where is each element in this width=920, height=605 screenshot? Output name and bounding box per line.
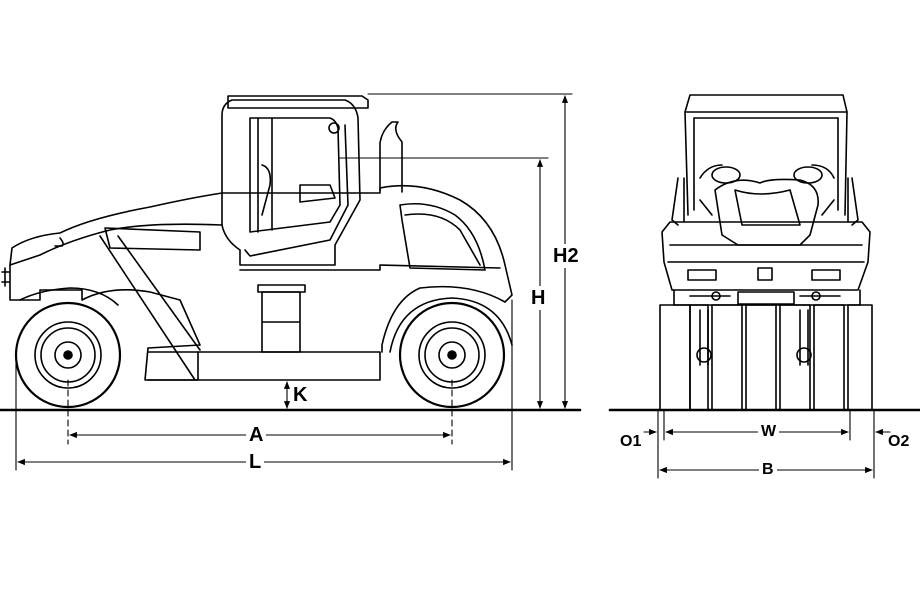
rear-body xyxy=(9,264,201,381)
label-w: W xyxy=(758,424,780,440)
exhaust-stack xyxy=(379,121,403,193)
label-k: K xyxy=(293,384,308,406)
label-h2: H2 xyxy=(553,244,579,268)
front-hood-panel xyxy=(661,221,871,291)
operator-console xyxy=(714,178,819,246)
front-view-roller xyxy=(659,94,873,411)
label-b: B xyxy=(759,462,777,478)
label-h: H xyxy=(531,286,546,310)
front-tires xyxy=(659,304,873,411)
label-o1: O1 xyxy=(620,433,642,450)
rear-bumper xyxy=(1,267,11,287)
front-hood xyxy=(221,184,513,353)
side-dimensions xyxy=(15,93,573,471)
front-wheel xyxy=(398,301,506,409)
label-o2: O2 xyxy=(888,433,910,450)
side-view-roller xyxy=(1,95,513,409)
cab xyxy=(221,99,361,266)
frame-skirt xyxy=(147,351,381,381)
front-canopy xyxy=(684,94,848,113)
label-l: L xyxy=(246,452,265,472)
label-a: A xyxy=(246,425,267,445)
cab-window xyxy=(249,117,341,233)
center-column xyxy=(261,291,301,353)
rear-hood xyxy=(9,192,223,266)
